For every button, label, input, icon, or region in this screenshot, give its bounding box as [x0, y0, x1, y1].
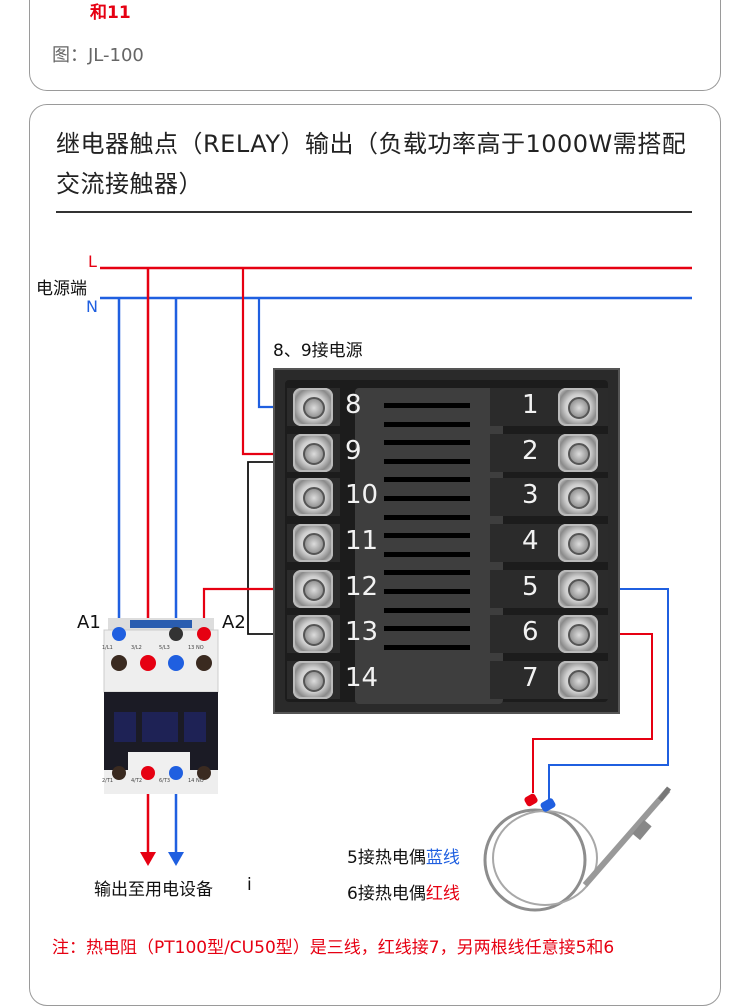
terminal-number-right: 7 [522, 663, 539, 693]
screw-terminal-right [558, 661, 598, 699]
vent-slot [384, 458, 470, 464]
contactor-bottom-terminal-label: 2/T1 [102, 778, 114, 784]
contactor-a1-label: A1 [77, 612, 101, 633]
thermo-blue-note: 5接热电偶蓝线 [347, 843, 460, 868]
screw-terminal-left [293, 661, 333, 699]
vent-slot [384, 440, 470, 446]
screw-terminal-left [293, 615, 333, 653]
live-line-label: L [88, 252, 97, 271]
terminal-number-right: 1 [522, 390, 539, 420]
terminal-number-left: 9 [345, 436, 362, 466]
terminal-number-right: 5 [522, 572, 539, 602]
terminal-number-left: 13 [345, 617, 379, 647]
thermo-red-prefix: 6接热电偶 [347, 884, 426, 904]
screw-terminal-right [558, 524, 598, 562]
figure-caption: 图：JL-100 [52, 45, 144, 66]
terminal-number-left: 11 [345, 526, 379, 556]
contactor-bottom-terminal-label: 4/T2 [131, 778, 143, 784]
vent-slot [384, 589, 470, 594]
terminal-number-right: 6 [522, 617, 539, 647]
vent-slot [384, 477, 470, 483]
wire-pin5-to-thermo-blue [548, 588, 669, 800]
terminal-number-left: 8 [345, 390, 362, 420]
vent-slot [384, 421, 470, 427]
contactor-a2-label: A2 [222, 612, 246, 633]
screw-terminal-right [558, 478, 598, 516]
title-divider [56, 211, 692, 213]
terminal-number-left: 10 [345, 480, 379, 510]
vent-slot [384, 644, 470, 650]
screw-terminal-right [558, 570, 598, 608]
contactor-top-terminal-label: 5/L3 [159, 645, 170, 651]
output-arrow-blue [168, 852, 184, 866]
vent-slot [384, 607, 470, 613]
wire-pin6-to-thermo-red [532, 633, 653, 793]
output-arrow-red [140, 852, 156, 866]
vent-slot [384, 626, 470, 632]
vent-slot [384, 496, 470, 501]
thermo-blue-prefix: 5接热电偶 [347, 848, 426, 868]
section-title: 继电器触点（RELAY）输出（负载功率高于1000W需搭配交流接触器） [56, 130, 687, 198]
terminal-number-left: 14 [345, 663, 379, 693]
previous-red-note: 和11 [90, 3, 131, 23]
output-device-label: 输出至用电设备 [94, 880, 213, 900]
contactor-top-terminal-label: 3/L2 [131, 645, 142, 651]
terminal-number-right: 3 [522, 480, 539, 510]
contactor-bottom-terminal-label: 6/T3 [159, 778, 171, 784]
ac-contactor [103, 618, 219, 794]
screw-terminal-left [293, 524, 333, 562]
previous-section-card [29, 0, 721, 91]
terminal-number-right: 2 [522, 436, 539, 466]
vent-slot [384, 551, 470, 557]
contactor-bottom-terminal-label: 14 NO [188, 778, 204, 784]
screw-terminal-left [293, 434, 333, 472]
screw-terminal-right [558, 615, 598, 653]
thermo-red-colored: 红线 [425, 884, 460, 904]
vent-slot [384, 403, 470, 408]
thermo-red-note: 6接热电偶红线 [347, 879, 460, 904]
vent-slot [384, 514, 470, 520]
screw-terminal-right [558, 434, 598, 472]
vent-slot [384, 570, 470, 576]
screw-terminal-right [558, 388, 598, 426]
terminal-number-right: 4 [522, 526, 539, 556]
stray-glyph: i [247, 875, 252, 895]
thermo-blue-colored: 蓝线 [425, 848, 460, 868]
screw-terminal-left [293, 388, 333, 426]
terminal-number-left: 12 [345, 572, 379, 602]
screw-terminal-left [293, 570, 333, 608]
neutral-line-label: N [86, 297, 98, 316]
power-pins-note: 8、9接电源 [273, 341, 363, 361]
contactor-top-terminal-label: 1/L1 [102, 645, 113, 651]
thermocouple-probe [483, 786, 671, 912]
power-source-label: 电源端 [36, 279, 87, 299]
screw-terminal-left [293, 478, 333, 516]
contactor-top-terminal-label: 13 NO [188, 645, 204, 651]
rtd-wiring-note: 注：热电阻（PT100型/CU50型）是三线，红线接7，另两根线任意接5和6 [52, 938, 615, 958]
vent-slot [384, 533, 470, 539]
